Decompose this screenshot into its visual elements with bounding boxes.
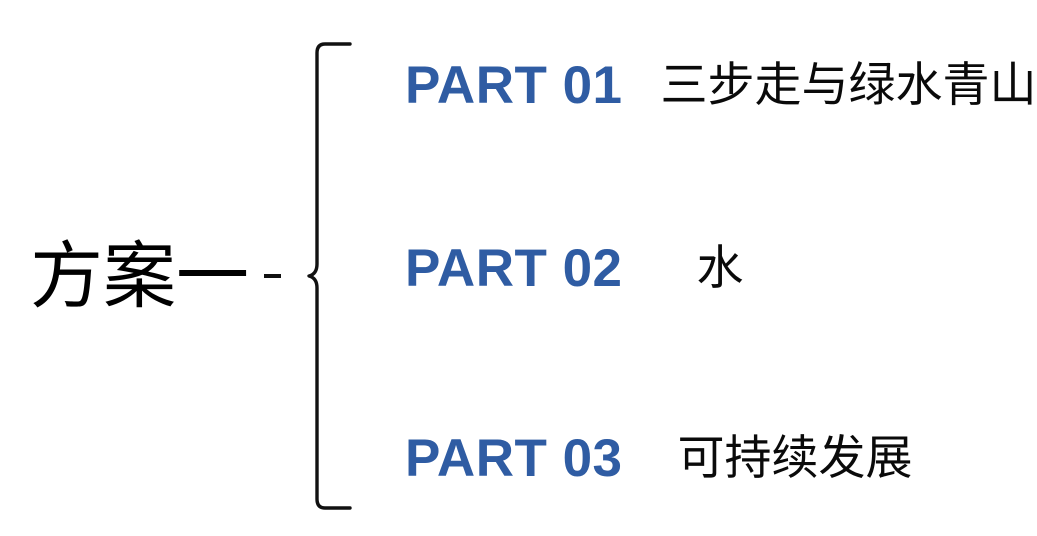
part-tag-2: PART 02 bbox=[405, 238, 623, 298]
brace-svg bbox=[307, 42, 352, 510]
left-curly-brace-icon bbox=[280, 42, 360, 510]
part-title-2: 水 bbox=[696, 240, 744, 296]
part-title-3: 可持续发展 bbox=[677, 430, 913, 486]
scheme-label: 方案一 bbox=[30, 233, 249, 319]
agenda-row-1[interactable]: PART 01 三步走与绿水青山 bbox=[405, 54, 1037, 116]
part-title-1: 三步走与绿水青山 bbox=[660, 57, 1037, 113]
brace-path bbox=[307, 42, 352, 510]
part-tag-3: PART 03 bbox=[405, 428, 623, 488]
part-tag-1: PART 01 bbox=[405, 55, 623, 115]
connector-dash bbox=[264, 274, 281, 278]
agenda-row-2[interactable]: PART 02 水 bbox=[405, 237, 744, 299]
agenda-row-3[interactable]: PART 03 可持续发展 bbox=[405, 427, 913, 489]
